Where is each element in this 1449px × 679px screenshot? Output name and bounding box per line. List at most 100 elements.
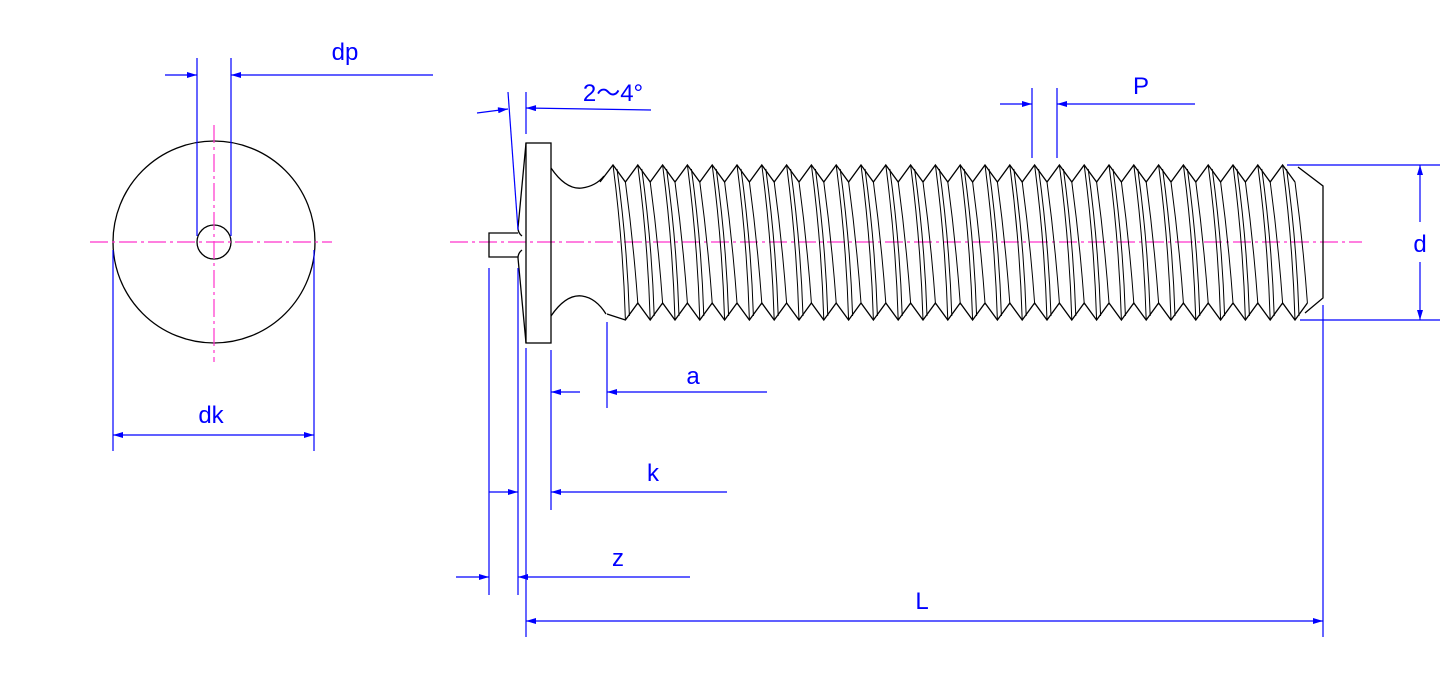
thread-flank-line [1186, 168, 1201, 317]
thread-crest-line [761, 164, 775, 321]
angle-taper-line [507, 91, 519, 231]
ignition-pin [488, 232, 518, 258]
thread-root-line [848, 181, 862, 304]
thread-flank-line [1112, 168, 1126, 317]
thread-root-line [1145, 181, 1160, 304]
thread-flank-line [790, 168, 804, 317]
thread-root-line [674, 181, 688, 304]
thread-flank-line [1261, 168, 1275, 317]
thread-flank-line [1087, 168, 1102, 317]
thread-flank-line [864, 168, 878, 317]
thread-flank-line [914, 168, 928, 317]
thread-root-line [1120, 181, 1135, 304]
thread-root-line [872, 181, 887, 304]
end-view: dp dk [90, 39, 433, 451]
thread-flank-line [1286, 168, 1300, 317]
thread-root-line [1244, 181, 1259, 304]
thread-crest-line [662, 164, 676, 321]
thread-crest-line [984, 164, 998, 321]
thread-flank-line [839, 168, 854, 317]
thread-crest-line [1034, 164, 1048, 321]
thread [599, 163, 1308, 322]
thread-root-line [1096, 181, 1110, 304]
thread-crest-line [686, 164, 701, 321]
thread-chamfer [1297, 166, 1324, 314]
dk-label: dk [198, 402, 224, 429]
angle-arrow-right [525, 105, 652, 112]
thread-crest-line [612, 164, 626, 321]
thread-root-line [624, 181, 639, 304]
thread-flank-line [666, 168, 680, 317]
thread-crest-line [1058, 164, 1073, 321]
thread-crest-line [711, 164, 726, 321]
thread-crest-line [1182, 164, 1197, 321]
thread-top-profile [599, 163, 1296, 184]
head-taper [517, 142, 527, 344]
thread-crest-line [1207, 164, 1222, 321]
thread-flank-line [1013, 168, 1027, 317]
thread-crest-line [1133, 164, 1147, 321]
thread-flank-line [1062, 168, 1077, 317]
thread-root-line [649, 181, 664, 304]
thread-bottom-profile [606, 301, 1308, 322]
angle-arrow-left [476, 107, 509, 114]
thread-flank-line [938, 168, 953, 317]
thread-root-line [1195, 181, 1209, 304]
neck-bottom [550, 295, 607, 317]
thread-root-line [947, 181, 961, 304]
angle-label: 2～4° [583, 80, 643, 107]
thread-root-line [748, 181, 763, 304]
thread-flank-line [740, 168, 754, 317]
thread-root-line [922, 181, 936, 304]
thread-flank-line [1137, 168, 1151, 317]
d-label: d [1413, 231, 1426, 258]
thread-crest-line [835, 164, 850, 321]
dp-label: dp [332, 39, 359, 66]
thread-root-line [972, 181, 986, 304]
thread-crest-line [910, 164, 924, 321]
thread-root-line [724, 181, 738, 304]
thread-crest-line [637, 164, 651, 321]
thread-flank-line [715, 168, 730, 317]
thread-root-line [1294, 181, 1308, 304]
thread-crest-line [1009, 164, 1023, 321]
thread-flank-line [1162, 168, 1176, 317]
thread-flank-line [1211, 168, 1226, 317]
pitch-label: P [1133, 73, 1149, 100]
thread-root-line [823, 181, 837, 304]
thread-crest-line [959, 164, 974, 321]
thread-crest-line [786, 164, 800, 321]
L-label: L [915, 588, 928, 615]
thread-flank-line [690, 168, 705, 317]
side-view: 2～4° P d a k z L [450, 73, 1440, 637]
thread-root-line [1170, 181, 1184, 304]
thread-flank-line [765, 168, 779, 317]
thread-crest-line [885, 164, 899, 321]
thread-crest-line [1232, 164, 1246, 321]
k-label: k [647, 460, 660, 487]
thread-root-line [897, 181, 912, 304]
thread-flank-line [616, 168, 630, 317]
neck-top [550, 167, 605, 189]
thread-crest-line [1083, 164, 1098, 321]
thread-crest-line [1108, 164, 1122, 321]
thread-flank-line [641, 168, 655, 317]
thread-crest-line [934, 164, 949, 321]
thread-flank-line [1038, 168, 1052, 317]
thread-root-line [1269, 181, 1284, 304]
thread-flank-line [814, 168, 829, 317]
thread-root-line [1071, 181, 1085, 304]
thread-root-line [798, 181, 812, 304]
z-label: z [612, 545, 624, 572]
thread-root-line [1220, 181, 1234, 304]
thread-crest-line [810, 164, 825, 321]
thread-flank-line [963, 168, 978, 317]
thread-crest-line [1257, 164, 1271, 321]
thread-root-line [996, 181, 1011, 304]
a-label: a [686, 363, 700, 390]
thread-root-line [1021, 181, 1036, 304]
thread-root-line [1046, 181, 1060, 304]
thread-root-line [773, 181, 788, 304]
head-flange [525, 142, 552, 344]
